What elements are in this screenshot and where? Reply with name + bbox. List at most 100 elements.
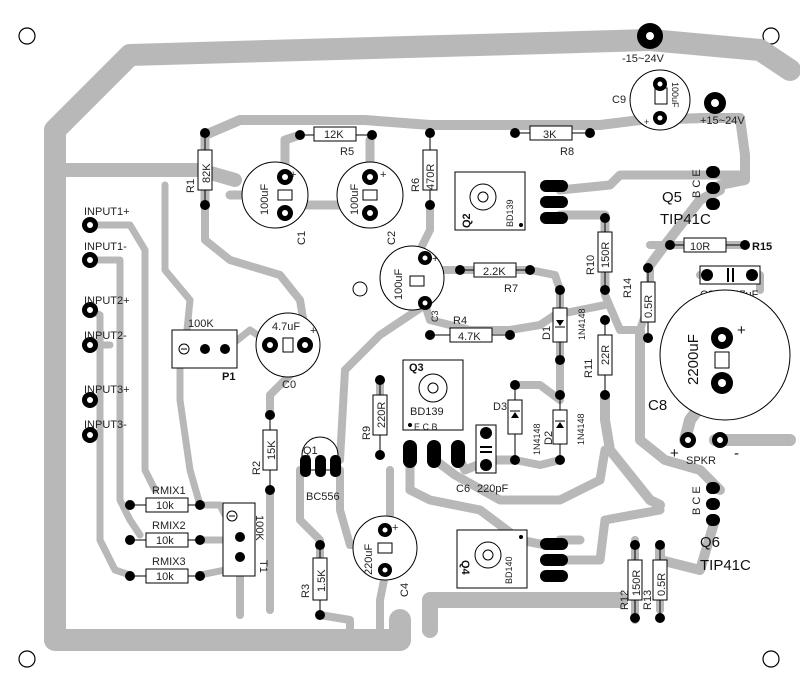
mount-hole-br — [762, 650, 780, 668]
q6-ref: Q6 — [700, 534, 720, 551]
input2-minus-label: INPUT2- — [84, 330, 127, 342]
r9-value: 220R — [376, 402, 388, 428]
r5-value: 12K — [324, 129, 344, 141]
resistor-r8[interactable]: 3K R8 — [510, 125, 595, 158]
r13-value: 0.5R — [656, 573, 668, 596]
d2-ref: D2 — [543, 431, 555, 445]
q2-ref: Q2 — [461, 213, 473, 228]
capacitor-c6[interactable]: C6 220pF — [456, 424, 508, 495]
c4-value: 220uF — [363, 544, 375, 575]
v-pos-label: +15~24V — [700, 115, 745, 127]
spkr-plus: + — [670, 445, 679, 462]
resistor-r10[interactable]: 150R R10 — [585, 213, 613, 295]
d2-part: 1N4148 — [576, 413, 586, 445]
r14-value: 0.5R — [643, 295, 655, 318]
speaker-terminal[interactable]: + SPKR - — [670, 432, 739, 467]
q5-ref: Q5 — [662, 189, 682, 206]
c3-ref: C3 — [430, 310, 440, 322]
r9-ref: R9 — [361, 426, 373, 440]
r6-ref: R6 — [410, 178, 422, 192]
resistor-r13[interactable]: 0.5R R13 — [642, 540, 668, 623]
p1-value: 100K — [188, 318, 214, 330]
c8-value: 2200uF — [685, 334, 702, 385]
resistor-r1[interactable]: 82K R1 — [185, 128, 213, 210]
spkr-label: SPKR — [686, 455, 716, 467]
resistor-rmix2[interactable]: RMIX2 10k — [125, 520, 205, 548]
power-terminal-positive[interactable]: +15~24V — [700, 92, 745, 127]
resistor-r7[interactable]: 2.2K R7 — [455, 262, 535, 295]
transistor-q3[interactable]: Q3 BD139 E C B — [402, 359, 465, 468]
trimmer-t1[interactable]: 100K T1 — [222, 502, 269, 577]
q4-ref: Q4 — [459, 560, 471, 576]
r7-value: 2.2K — [483, 266, 506, 278]
q3-ref: Q3 — [409, 362, 424, 374]
c6-value: 220pF — [477, 483, 508, 495]
diode-d1[interactable]: D1 1N4148 — [541, 285, 587, 365]
rmix2-value: 10k — [156, 535, 174, 547]
t1-value: 100K — [253, 515, 265, 541]
p1-ref: P1 — [222, 371, 235, 383]
transistor-q5[interactable]: B C E Q5 TIP41C — [660, 166, 720, 228]
c9-plus: + — [644, 117, 649, 127]
resistor-r14[interactable]: 0.5R R14 — [622, 263, 656, 343]
diode-d3[interactable]: D3 1N4148 — [493, 380, 542, 465]
resistor-rmix1[interactable]: RMIX1 10k — [125, 485, 205, 513]
r7-ref: R7 — [504, 283, 518, 295]
c2-value: 100uF — [349, 184, 361, 215]
r3-ref: R3 — [300, 584, 312, 598]
c8-ref: C8 — [648, 397, 667, 414]
resistor-r12[interactable]: 150R R12 — [619, 540, 643, 623]
capacitor-c0[interactable]: 4.7uF C0 + — [255, 312, 321, 391]
capacitor-c8[interactable]: 2200uF C8 + — [648, 289, 791, 421]
mount-hole-tr — [762, 27, 780, 45]
resistor-r9[interactable]: 220R R9 — [361, 375, 388, 460]
transistor-q4[interactable]: Q4 BD140 — [456, 529, 568, 589]
q4-part: BD140 — [504, 556, 514, 584]
transistor-q1[interactable]: Q1 BC556 — [300, 436, 341, 503]
resistor-r4[interactable]: 4.7K R4 — [425, 315, 515, 343]
input1-plus-label: INPUT1+ — [84, 206, 130, 218]
resistor-r5[interactable]: 12K R5 — [295, 126, 377, 158]
capacitor-c9[interactable]: C9 100uF + — [612, 69, 691, 131]
resistor-r2[interactable]: 15K R2 — [251, 410, 278, 495]
resistor-r3[interactable]: 1.5K R3 — [300, 540, 328, 620]
rmix2-ref: RMIX2 — [152, 520, 186, 532]
q3-part: BD139 — [410, 406, 444, 418]
capacitor-c2[interactable]: 100uF C2 + — [336, 161, 404, 245]
input-connectors[interactable]: INPUT1+ INPUT1- INPUT2+ INPUT2- INPUT3+ … — [82, 206, 130, 443]
diode-d2[interactable]: D2 1N4148 — [543, 390, 586, 465]
r1-ref: R1 — [185, 179, 197, 193]
resistor-r6[interactable]: 470R R6 — [410, 128, 438, 210]
rmix1-ref: RMIX1 — [152, 485, 186, 497]
resistor-r11[interactable]: 22R R11 — [583, 315, 613, 400]
c0-value: 4.7uF — [272, 321, 300, 333]
input2-plus-label: INPUT2+ — [84, 295, 130, 307]
c9-ref: C9 — [612, 94, 626, 106]
r3-value: 1.5K — [316, 569, 328, 592]
potentiometer-p1[interactable]: 100K P1 — [171, 318, 238, 383]
resistor-rmix3[interactable]: RMIX3 10k — [125, 556, 205, 584]
resistor-r15[interactable]: 10R R15 — [665, 237, 772, 253]
c1-ref: C1 — [296, 231, 308, 245]
r15-ref: R15 — [752, 241, 772, 253]
transistor-q2[interactable]: Q2 BD139 — [454, 171, 568, 231]
r12-value: 150R — [631, 570, 643, 596]
r13-ref: R13 — [642, 590, 654, 610]
q5-pins: B C E — [691, 169, 703, 198]
capacitor-c4[interactable]: 220uF C4 + — [352, 515, 418, 597]
c0-ref: C0 — [282, 379, 296, 391]
q6-pins: B C E — [691, 486, 703, 515]
power-terminal-negative[interactable]: -15~24V — [622, 23, 665, 65]
mount-hole-bl — [18, 650, 36, 668]
d1-ref: D1 — [541, 326, 553, 340]
r15-value: 10R — [690, 241, 710, 253]
capacitor-c3[interactable]: 100uF C3 + — [379, 245, 445, 322]
mount-hole-tl — [18, 27, 36, 45]
transistor-q6[interactable]: B C E Q6 TIP41C — [691, 482, 751, 574]
c3-plus: + — [432, 253, 438, 265]
r1-value: 82K — [201, 163, 213, 183]
c2-ref: C2 — [386, 231, 398, 245]
r4-value: 4.7K — [458, 331, 481, 343]
capacitor-c1[interactable]: 100uF C1 + — [241, 161, 309, 245]
